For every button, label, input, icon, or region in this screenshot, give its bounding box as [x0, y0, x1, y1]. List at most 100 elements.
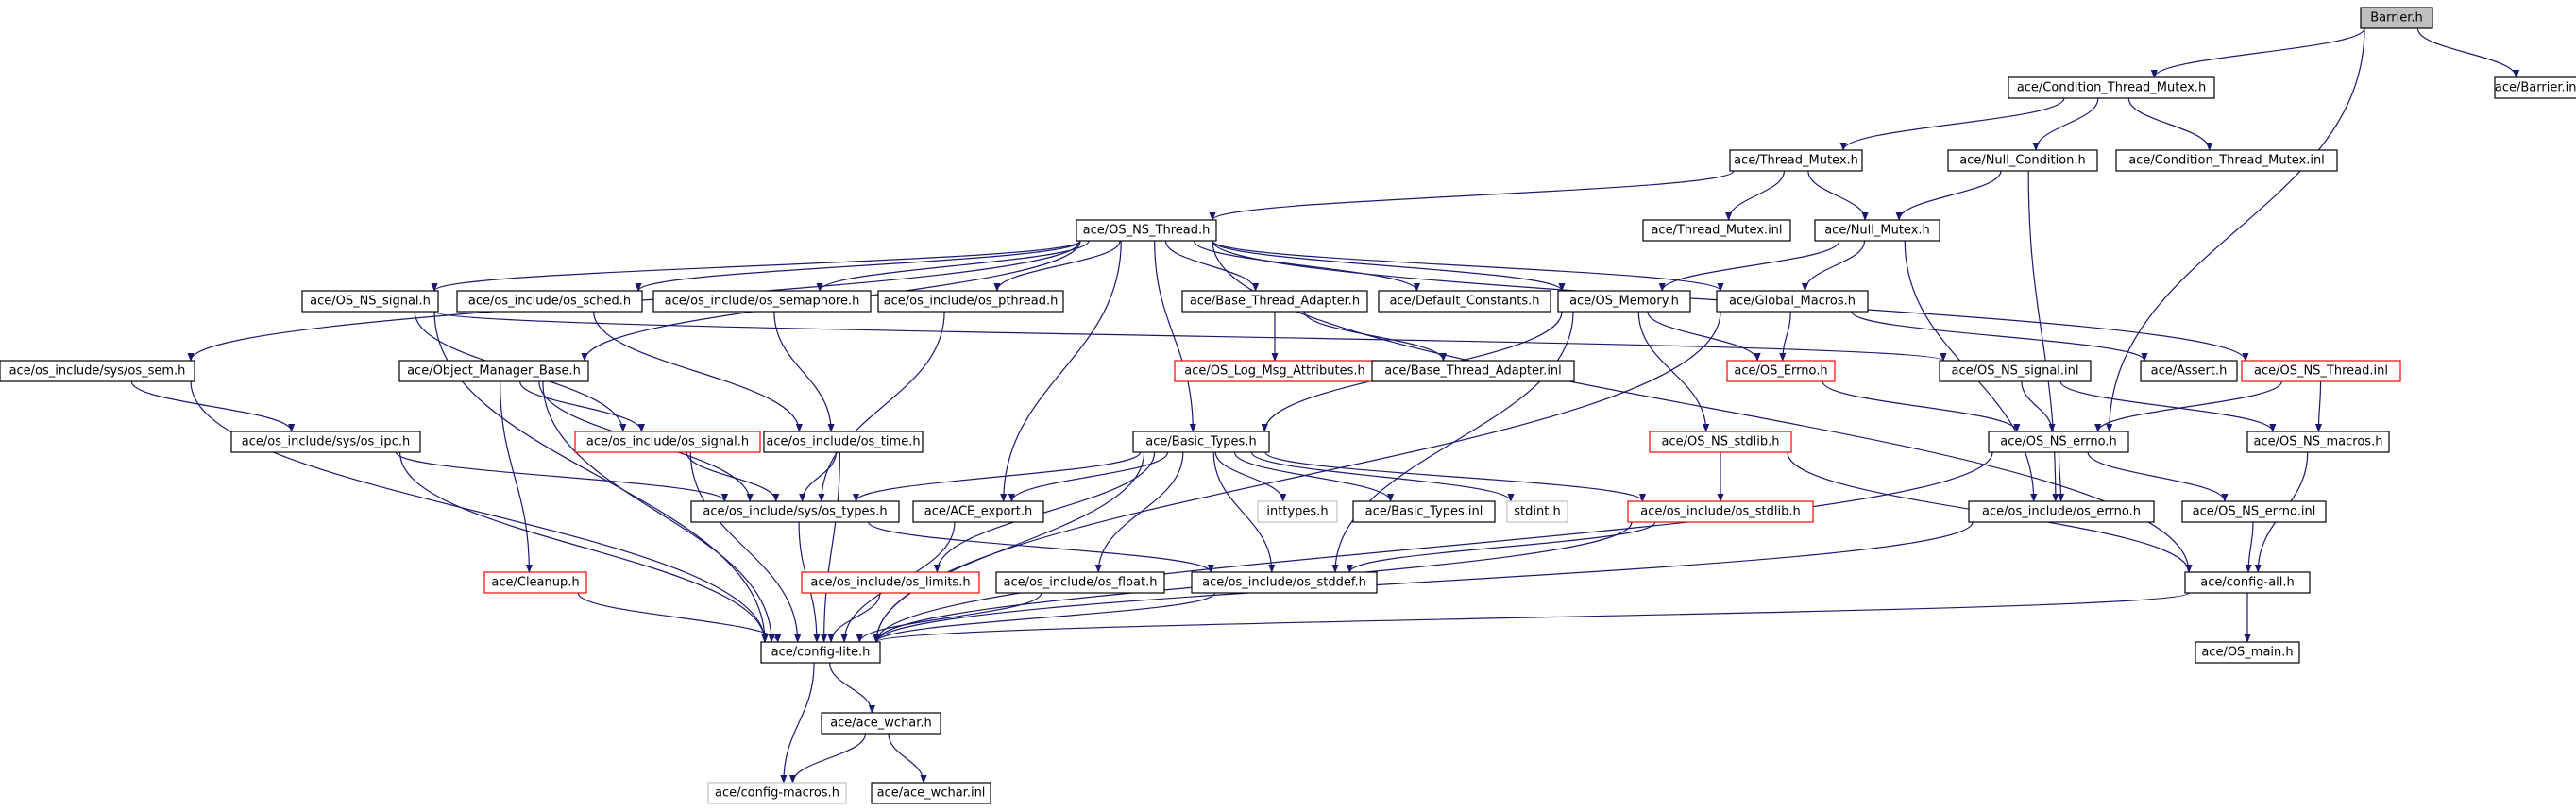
node-label: ace/Object_Manager_Base.h — [407, 364, 581, 379]
node-cond-thread-mutex-h[interactable]: ace/Condition_Thread_Mutex.h — [2008, 76, 2215, 99]
node-config-all-h[interactable]: ace/config-all.h — [2184, 571, 2311, 594]
edge-os-ns-errno-inl-to-config-all-h — [2245, 521, 2254, 573]
node-label: ace/os_include/os_stddef.h — [1202, 576, 1366, 590]
node-ace-export-h[interactable]: ace/ACE_export.h — [912, 500, 1044, 523]
node-barrier-inl[interactable]: ace/Barrier.inl — [2494, 76, 2576, 99]
node-label: ace/OS_NS_Thread.h — [1083, 224, 1211, 238]
edge-null-condition-h-to-null-mutex-h — [1895, 170, 2002, 221]
edge-os-include-os-errno-h-to-config-lite-h — [873, 521, 1974, 643]
node-box — [2246, 431, 2390, 453]
node-label: ace/OS_NS_errno.inl — [2193, 505, 2316, 519]
node-basic-types-h[interactable]: ace/Basic_Types.h — [1132, 431, 1270, 453]
node-global-macros-h[interactable]: ace/Global_Macros.h — [1716, 290, 1869, 313]
edge-basic-types-h-to-inttypes-h — [1214, 451, 1287, 502]
node-os-memory-h[interactable]: ace/OS_Memory.h — [1557, 290, 1691, 313]
node-box — [707, 782, 847, 804]
edge-basic-types-h-to-config-lite-h — [873, 451, 1145, 643]
node-ace-wchar-h[interactable]: ace/ace_wchar.h — [821, 712, 941, 735]
node-null-condition-h[interactable]: ace/Null_Condition.h — [1947, 149, 2098, 172]
node-label: ace/os_include/os_errno.h — [1982, 505, 2141, 519]
edge-thread-mutex-h-to-os-ns-thread-h — [1209, 170, 1735, 221]
edge-ace-wchar-h-to-ace-wchar-inl — [888, 733, 927, 784]
node-box — [398, 360, 589, 382]
node-thread-mutex-inl[interactable]: ace/Thread_Mutex.inl — [1642, 219, 1791, 242]
node-label: ace/Assert.h — [2151, 364, 2228, 379]
node-label: ace/config-macros.h — [715, 786, 839, 801]
edge-basic-types-h-to-os-include-sys-os-types-h — [853, 451, 1142, 502]
node-config-lite-h[interactable]: ace/config-lite.h — [760, 641, 881, 664]
node-os-ns-signal-h[interactable]: ace/OS_NS_signal.h — [301, 290, 439, 313]
node-label: ace/OS_Memory.h — [1569, 295, 1679, 309]
node-os-include-os-pthread-h[interactable]: ace/os_include/os_pthread.h — [877, 290, 1064, 313]
node-os-ns-thread-inl[interactable]: ace/OS_NS_Thread.inl — [2241, 360, 2401, 382]
node-barrier-h[interactable]: Barrier.h — [2360, 7, 2433, 29]
node-os-include-sys-os-types-h[interactable]: ace/os_include/sys/os_types.h — [690, 500, 900, 523]
node-os-include-sys-os-ipc-h[interactable]: ace/os_include/sys/os_ipc.h — [230, 431, 421, 453]
node-box — [1642, 219, 1791, 242]
edge-os-include-os-stddef-h-to-config-lite-h — [873, 592, 1215, 643]
node-object-manager-base-h[interactable]: ace/Object_Manager_Base.h — [398, 360, 589, 382]
node-box — [690, 500, 900, 523]
node-label: ace/os_include/os_pthread.h — [884, 295, 1059, 309]
node-os-ns-stdlib-h[interactable]: ace/OS_NS_stdlib.h — [1649, 431, 1792, 453]
node-label: ace/os_include/os_semaphore.h — [665, 295, 860, 309]
node-os-log-msg-attributes-h[interactable]: ace/OS_Log_Msg_Attributes.h — [1174, 360, 1376, 382]
node-inttypes-h: inttypes.h — [1257, 500, 1338, 523]
node-os-ns-thread-h[interactable]: ace/OS_NS_Thread.h — [1076, 219, 1217, 242]
node-null-mutex-h[interactable]: ace/Null_Mutex.h — [1814, 219, 1940, 242]
node-assert-h[interactable]: ace/Assert.h — [2140, 360, 2238, 382]
node-basic-types-inl[interactable]: ace/Basic_Types.inl — [1352, 500, 1496, 523]
node-os-include-os-semaphore-h[interactable]: ace/os_include/os_semaphore.h — [652, 290, 872, 313]
node-box — [1947, 149, 2098, 172]
edge-os-ns-thread-h-to-os-include-os-pthread-h — [993, 240, 1121, 292]
node-os-include-sys-os-sem-h[interactable]: ace/os_include/sys/os_sem.h — [0, 360, 195, 382]
node-box — [230, 431, 421, 453]
node-os-include-os-limits-h[interactable]: ace/os_include/os_limits.h — [801, 571, 980, 594]
node-label: ace/os_include/os_signal.h — [586, 435, 749, 449]
edge-cond-thread-mutex-h-to-null-condition-h — [2032, 97, 2099, 151]
node-os-include-os-signal-h[interactable]: ace/os_include/os_signal.h — [574, 431, 761, 453]
node-os-include-os-float-h[interactable]: ace/os_include/os_float.h — [995, 571, 1165, 594]
edge-null-mutex-h-to-os-memory-h — [1658, 240, 1840, 292]
node-label: stdint.h — [1514, 505, 1560, 519]
node-thread-mutex-h[interactable]: ace/Thread_Mutex.h — [1729, 149, 1863, 172]
node-box — [1191, 571, 1378, 594]
edge-os-include-os-sched-h-to-os-include-os-time-h — [593, 311, 803, 432]
node-os-include-os-sched-h[interactable]: ace/os_include/os_sched.h — [456, 290, 643, 313]
node-cond-thread-mutex-inl[interactable]: ace/Condition_Thread_Mutex.inl — [2115, 149, 2338, 172]
node-os-include-os-stdlib-h[interactable]: ace/os_include/os_stdlib.h — [1627, 500, 1814, 523]
node-os-main-h[interactable]: ace/OS_main.h — [2195, 641, 2300, 664]
node-base-thread-adapter-h[interactable]: ace/Base_Thread_Adapter.h — [1181, 290, 1368, 313]
edge-os-memory-h-to-os-errno-h — [1647, 311, 1761, 362]
node-label: ace/Global_Macros.h — [1729, 295, 1856, 309]
node-os-errno-h[interactable]: ace/OS_Errno.h — [1726, 360, 1836, 382]
node-box — [995, 571, 1165, 594]
node-box — [2241, 360, 2401, 382]
node-label: ace/os_include/os_time.h — [766, 435, 920, 449]
node-os-ns-errno-h[interactable]: ace/OS_NS_errno.h — [1988, 431, 2129, 453]
node-label: ace/Condition_Thread_Mutex.inl — [2128, 154, 2325, 168]
node-base-thread-adapter-inl[interactable]: ace/Base_Thread_Adapter.inl — [1371, 360, 1575, 382]
node-box — [1371, 360, 1575, 382]
node-box — [0, 360, 195, 382]
edge-os-ns-signal-inl-to-os-ns-errno-h — [2021, 380, 2056, 432]
edge-os-include-os-signal-h-to-os-include-sys-os-types-h — [686, 451, 780, 502]
node-box — [1649, 431, 1792, 453]
node-cleanup-h[interactable]: ace/Cleanup.h — [483, 571, 587, 594]
node-os-include-os-errno-h[interactable]: ace/os_include/os_errno.h — [1968, 500, 2155, 523]
node-os-ns-errno-inl[interactable]: ace/OS_NS_errno.inl — [2181, 500, 2327, 523]
edge-config-all-h-to-config-lite-h — [873, 592, 2190, 643]
node-os-ns-signal-inl[interactable]: ace/OS_NS_signal.inl — [1939, 360, 2092, 382]
node-box — [1716, 290, 1869, 313]
node-os-include-os-time-h[interactable]: ace/os_include/os_time.h — [763, 431, 924, 453]
edge-basic-types-h-to-os-include-os-limits-h — [933, 451, 1156, 573]
node-box — [1939, 360, 2092, 382]
node-ace-wchar-inl[interactable]: ace/ace_wchar.inl — [871, 782, 991, 804]
edge-thread-mutex-h-to-null-mutex-h — [1807, 170, 1869, 221]
edge-os-ns-thread-inl-to-os-ns-errno-h — [2094, 380, 2282, 432]
node-default-constants-h[interactable]: ace/Default_Constants.h — [1378, 290, 1551, 313]
node-os-include-os-stddef-h[interactable]: ace/os_include/os_stddef.h — [1191, 571, 1378, 594]
node-label: ace/Cleanup.h — [491, 576, 579, 590]
node-os-ns-macros-h[interactable]: ace/OS_NS_macros.h — [2246, 431, 2390, 453]
node-label: ace/Thread_Mutex.h — [1734, 154, 1858, 168]
